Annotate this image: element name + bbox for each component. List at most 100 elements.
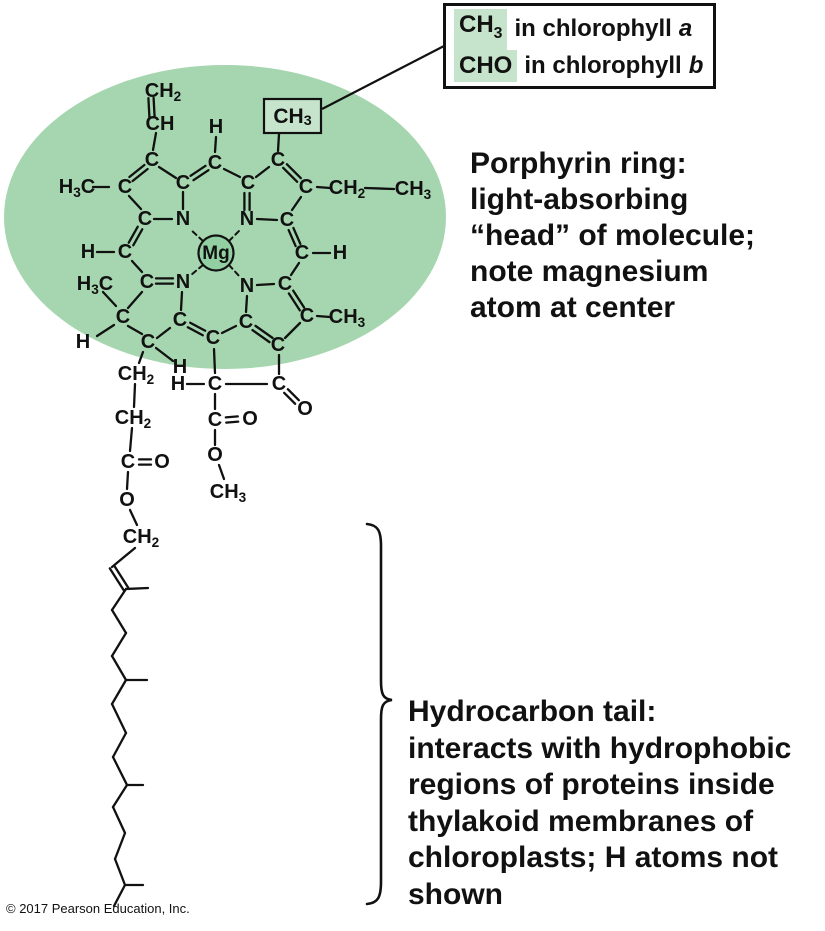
atom-label: C (206, 327, 220, 349)
single-bond (220, 324, 238, 335)
single-bond (126, 290, 144, 310)
single-bond (254, 165, 271, 179)
double-bond (285, 163, 302, 180)
double-bond (282, 166, 299, 183)
single-bond (110, 702, 128, 735)
double-bond (287, 292, 301, 312)
formula-chip-a: CH3 (454, 9, 508, 50)
atom-label: H (173, 356, 187, 378)
single-bond (110, 654, 128, 682)
note-line: light-absorbing (470, 183, 689, 216)
atom-label: C (272, 373, 286, 395)
atom-label: C (271, 334, 285, 356)
magnesium-label: Mg (202, 243, 229, 264)
double-bond (254, 324, 274, 340)
double-bond (283, 391, 297, 405)
atom-label: C (140, 271, 154, 293)
note-line: chloroplasts; H atoms not (408, 841, 779, 874)
atom-label: H (76, 331, 90, 353)
double-bond (251, 328, 271, 344)
atom-label: H (209, 116, 223, 138)
single-bond (111, 755, 129, 787)
single-bond (157, 165, 178, 180)
atom-label: CH3 (395, 178, 432, 202)
atom-label: O (207, 444, 223, 466)
atom-label: C (271, 149, 285, 171)
atom-label: O (242, 408, 258, 430)
atom-label: C (299, 176, 313, 198)
atom-label: H (81, 241, 95, 263)
callout-row-chlorophyll-a: CH3 in chlorophyll a (454, 9, 703, 50)
porphyrin-ring-note: Porphyrin ring: light-absorbing “head” o… (470, 146, 755, 326)
atom-label: C (241, 172, 255, 194)
atom-label: C (208, 152, 222, 174)
atom-label: C (176, 172, 190, 194)
atom-label: O (297, 398, 313, 420)
ch3-substituent-box (262, 97, 323, 135)
double-bond (113, 564, 130, 589)
porphyrin-ellipse (4, 65, 446, 369)
atom-label: H3C (77, 273, 113, 297)
single-bond (151, 131, 158, 152)
note-line: atom at center (470, 291, 676, 324)
double-bond (224, 415, 239, 419)
atom-label: N (240, 208, 254, 230)
single-bond (128, 426, 134, 453)
single-bond (113, 831, 127, 861)
formula-chip-b: CHO (454, 49, 518, 82)
coordination-bond (190, 229, 204, 242)
double-bond (287, 228, 297, 248)
magnesium-circle (197, 234, 235, 272)
single-bond (110, 608, 128, 635)
note-line: thylakoid membranes of (408, 804, 754, 838)
double-bond (286, 388, 300, 402)
atom-label: CH2 (145, 80, 182, 104)
single-bond (222, 167, 242, 179)
note-line: note magnesium (470, 255, 709, 288)
double-bond (127, 225, 139, 244)
double-bond (189, 164, 207, 177)
atom-label: C (208, 373, 222, 395)
single-bond (127, 194, 143, 211)
atom-label: N (176, 271, 190, 293)
single-bond (110, 587, 128, 612)
single-bond (283, 321, 302, 340)
single-bond (276, 132, 281, 153)
note-line: Hydrocarbon tail: (408, 695, 657, 728)
atom-label: C (208, 409, 222, 431)
callout-connector-line (321, 45, 445, 110)
chlorophyll-variant: b (688, 51, 704, 79)
single-bond (111, 731, 128, 759)
atom-label: O (119, 489, 135, 511)
copyright-notice: © 2017 Pearson Education, Inc. (6, 901, 190, 916)
atom-label: H (333, 242, 347, 264)
atom-label: C (121, 451, 135, 473)
atom-label: C (295, 242, 309, 264)
atom-label: H3C (59, 176, 95, 200)
single-bond (137, 350, 145, 365)
double-bond (132, 228, 144, 247)
callout-text: in chlorophyll (514, 15, 672, 43)
single-bond (132, 382, 137, 409)
single-bond (289, 261, 301, 277)
double-bond (192, 169, 210, 182)
chlorophyll-variant: a (678, 15, 693, 43)
single-bond (126, 324, 144, 336)
single-bond (110, 546, 137, 569)
callout-box: CH3 in chlorophyll a CHO in chlorophyll … (443, 3, 717, 89)
single-bond (244, 294, 249, 314)
atom-label: N (240, 275, 254, 297)
single-bond (315, 314, 332, 319)
single-bond (155, 326, 172, 340)
note-line: “head” of molecule; (470, 219, 756, 252)
single-bond (111, 805, 127, 835)
single-bond (179, 290, 184, 312)
single-bond (213, 135, 218, 154)
single-bond (255, 217, 279, 222)
atom-label: CH2 (115, 407, 152, 431)
single-bond (212, 347, 217, 375)
coordination-bond (190, 264, 204, 276)
boxed-ch3-label: CH3 (273, 105, 311, 130)
